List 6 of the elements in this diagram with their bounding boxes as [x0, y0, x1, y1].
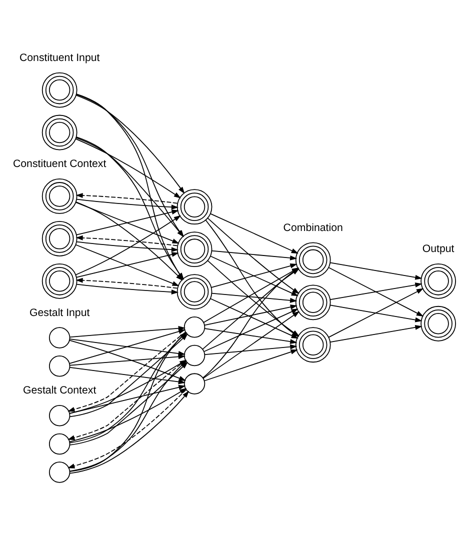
label: Gestalt Context [23, 384, 96, 397]
label: Output [422, 243, 454, 256]
label: Gestalt Input [30, 306, 90, 319]
label: Combination [283, 222, 343, 234]
label: Constituent Context [12, 158, 106, 170]
label: Constituent Input [19, 52, 100, 64]
